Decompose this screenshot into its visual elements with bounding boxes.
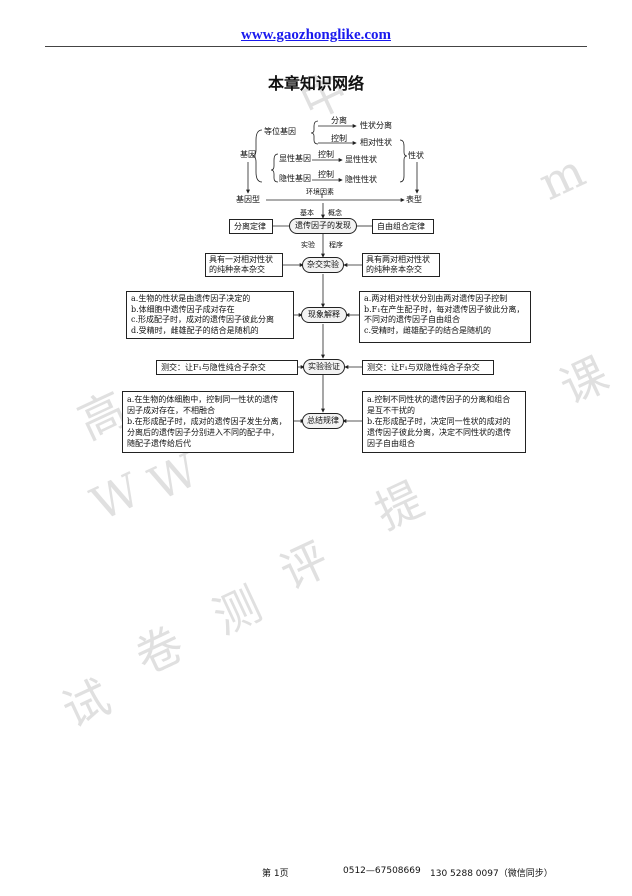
hybrid-right-line: 具有两对相对性状 <box>366 255 430 264</box>
explain-right-line: b.F₁在产生配子时，每对遗传因子彼此分离， <box>364 304 525 314</box>
label-experiment: 实验 <box>301 241 315 249</box>
summary-right-line: 是互不干扰的 <box>367 406 415 415</box>
label-control: 控制 <box>318 170 334 179</box>
center-node-explain: 现象解释 <box>301 307 347 323</box>
summary-left-line: 分离后的遗传因子分别进入不同的配子中， <box>127 428 279 437</box>
label-gene: 基因 <box>240 150 256 159</box>
summary-right-box: a.控制不同性状的遗传因子的分离和组合 是互不干扰的 b.在形成配子时，决定同一… <box>362 391 526 453</box>
label-recessive-gene: 隐性基因 <box>279 174 311 183</box>
center-node-summary: 总结规律 <box>302 413 344 429</box>
label-trait: 性状 <box>408 151 424 160</box>
footer-phone: 0512—67508669 <box>343 866 421 876</box>
summary-left-line: b.在形成配子时，成对的遗传因子发生分离， <box>127 417 287 426</box>
explain-right-line: c.受精时，雌雄配子的结合是随机的 <box>364 325 492 335</box>
segregation-law-box: 分离定律 <box>229 219 273 234</box>
label-recessive-trait: 隐性性状 <box>345 175 377 184</box>
explain-left-line: d.受精时，雌雄配子的结合是随机的 <box>131 325 259 335</box>
explain-right-box: a.两对相对性状分别由两对遗传因子控制 b.F₁在产生配子时，每对遗传因子彼此分… <box>359 291 531 343</box>
label-control: 控制 <box>331 134 347 143</box>
hybrid-right-line: 的纯种亲本杂交 <box>366 265 422 274</box>
summary-right-line: a.控制不同性状的遗传因子的分离和组合 <box>367 395 511 404</box>
explain-left-line: c.形成配子时，成对的遗传因子彼此分离 <box>131 315 275 324</box>
center-node-discovery: 遗传因子的发现 <box>289 218 357 234</box>
label-relative-trait: 相对性状 <box>360 138 392 147</box>
site-link[interactable]: www.gaozhonglike.com <box>241 27 391 43</box>
center-node-verify: 实验验证 <box>303 359 345 375</box>
label-phenotype: 表型 <box>406 195 422 204</box>
hybrid-left-box: 具有一对相对性状 的纯种亲本杂交 <box>205 253 283 277</box>
summary-right-line: 因子自由组合 <box>367 439 415 448</box>
label-genotype: 基因型 <box>236 195 260 204</box>
verify-left-box: 测交：让F₁与隐性纯合子杂交 <box>156 360 298 375</box>
explain-left-line: a.生物的性状是由遗传因子决定的 <box>131 294 251 303</box>
summary-left-line: 随配子遗传给后代 <box>127 439 191 448</box>
label-procedure: 程序 <box>329 241 343 249</box>
hybrid-right-box: 具有两对相对性状 的纯种亲本杂交 <box>362 253 440 277</box>
header-divider <box>45 46 587 47</box>
page-title: 本章知识网络 <box>267 74 364 93</box>
hybrid-left-line: 的纯种亲本杂交 <box>209 265 265 274</box>
label-trait-segregation: 性状分离 <box>360 121 392 130</box>
independent-assortment-box: 自由组合定律 <box>372 219 434 234</box>
summary-right-line: 遗传因子彼此分离，决定不同性状的遗传 <box>367 428 511 437</box>
label-segregation: 分离 <box>331 116 347 125</box>
summary-left-line: 因子成对存在，不相融合 <box>127 406 215 415</box>
explain-right-line: a.两对相对性状分别由两对遗传因子控制 <box>364 294 508 303</box>
label-basic: 基本 <box>300 209 314 217</box>
label-dominant-gene: 显性基因 <box>279 154 311 163</box>
footer-mobile: 130 5288 0097（微信同步） <box>430 869 553 879</box>
label-environment: 环境因素 <box>306 188 334 196</box>
summary-left-line: a.在生物的体细胞中，控制同一性状的遗传 <box>127 395 279 404</box>
center-node-hybrid: 杂交实验 <box>302 257 344 273</box>
verify-right-box: 测交：让F₁与双隐性纯合子杂交 <box>362 360 494 375</box>
label-control: 控制 <box>318 150 334 159</box>
explain-right-line: 不同对的遗传因子自由组合 <box>364 315 460 324</box>
summary-right-line: b.在形成配子时，决定同一性状的成对的 <box>367 417 511 426</box>
label-dominant-trait: 显性性状 <box>345 155 377 164</box>
hybrid-left-line: 具有一对相对性状 <box>209 255 273 264</box>
summary-left-box: a.在生物的体细胞中，控制同一性状的遗传 因子成对存在，不相融合 b.在形成配子… <box>122 391 294 453</box>
explain-left-box: a.生物的性状是由遗传因子决定的 b.体细胞中遗传因子成对存在 c.形成配子时，… <box>126 291 294 339</box>
explain-left-line: b.体细胞中遗传因子成对存在 <box>131 304 235 314</box>
label-concept: 概念 <box>328 209 342 217</box>
label-allele: 等位基因 <box>264 127 296 136</box>
page-number: 第 1页 <box>262 869 289 879</box>
